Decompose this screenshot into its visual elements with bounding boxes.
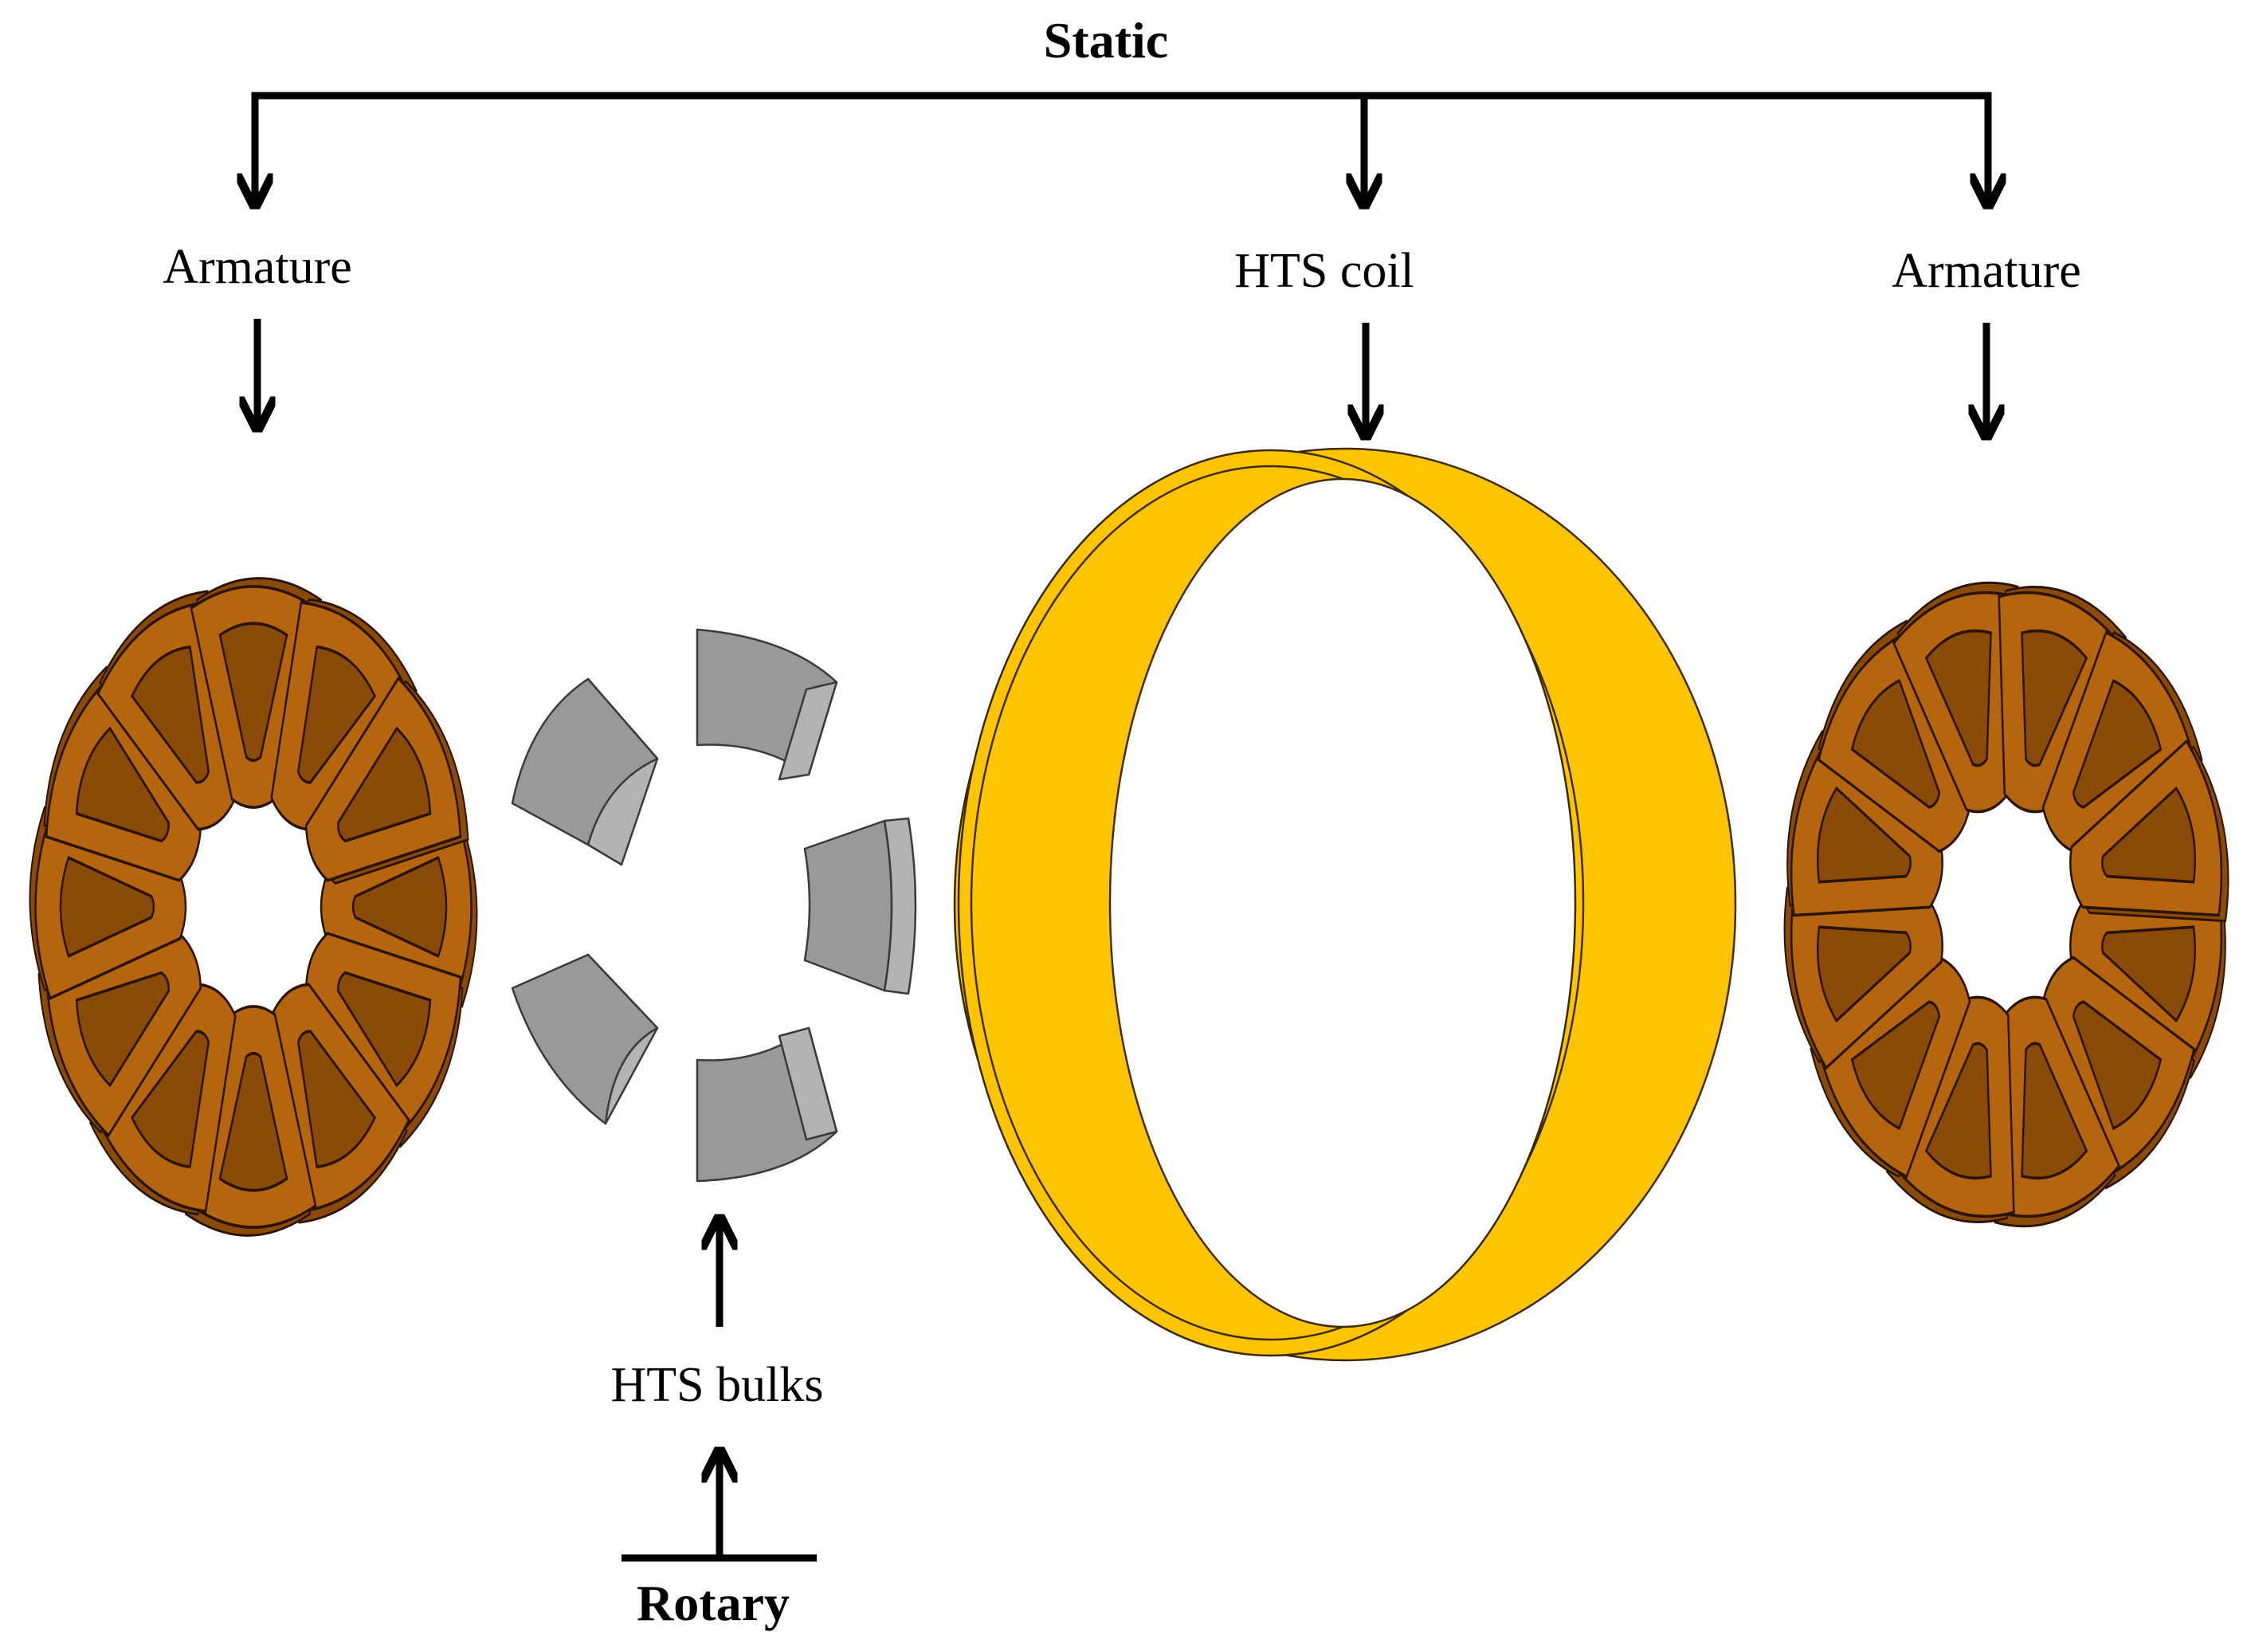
armature-coil [1892, 581, 2019, 814]
armature-coil [1810, 955, 1971, 1179]
armature-coil [1786, 729, 1943, 917]
hts-coil [953, 447, 1737, 1362]
static-bracket [251, 92, 1992, 437]
armature-right-label: Armature [1892, 244, 2081, 298]
armature-coil [1998, 586, 2127, 814]
hts-bulk [511, 677, 659, 866]
hts-bulk [696, 628, 838, 781]
armature-coil [1783, 886, 1943, 1070]
armature-coil [270, 598, 418, 831]
armature-coil [89, 983, 237, 1216]
rotary-bracket [622, 1218, 817, 1562]
hts-coil-label: HTS coil [1234, 244, 1414, 298]
hts-bulk [511, 953, 659, 1125]
armature-coil [43, 665, 202, 882]
armature-coil [1817, 619, 1971, 853]
armature-coil [2041, 955, 2196, 1190]
armature-coil [2069, 892, 2226, 1080]
hts-bulks-label: HTS bulks [611, 1358, 824, 1412]
static-bracket-bar [251, 92, 1992, 209]
static-label: Static [1044, 12, 1168, 69]
hts-bulk [803, 817, 917, 995]
hts-bulks [511, 628, 917, 1183]
armature-coil [2041, 630, 2203, 853]
armature-coil [1885, 995, 2015, 1223]
hts-bulk [696, 1026, 838, 1183]
armature-coil [2069, 739, 2229, 923]
armature-coil [304, 676, 469, 885]
armature-left-label: Armature [163, 240, 352, 294]
armature-left [29, 577, 478, 1237]
armature-coil [1994, 995, 2120, 1228]
hts-coil-bore [1108, 477, 1577, 1328]
rotary-label: Rotary [637, 1575, 790, 1631]
armature-coil [304, 932, 464, 1148]
armature-right [1783, 581, 2229, 1228]
